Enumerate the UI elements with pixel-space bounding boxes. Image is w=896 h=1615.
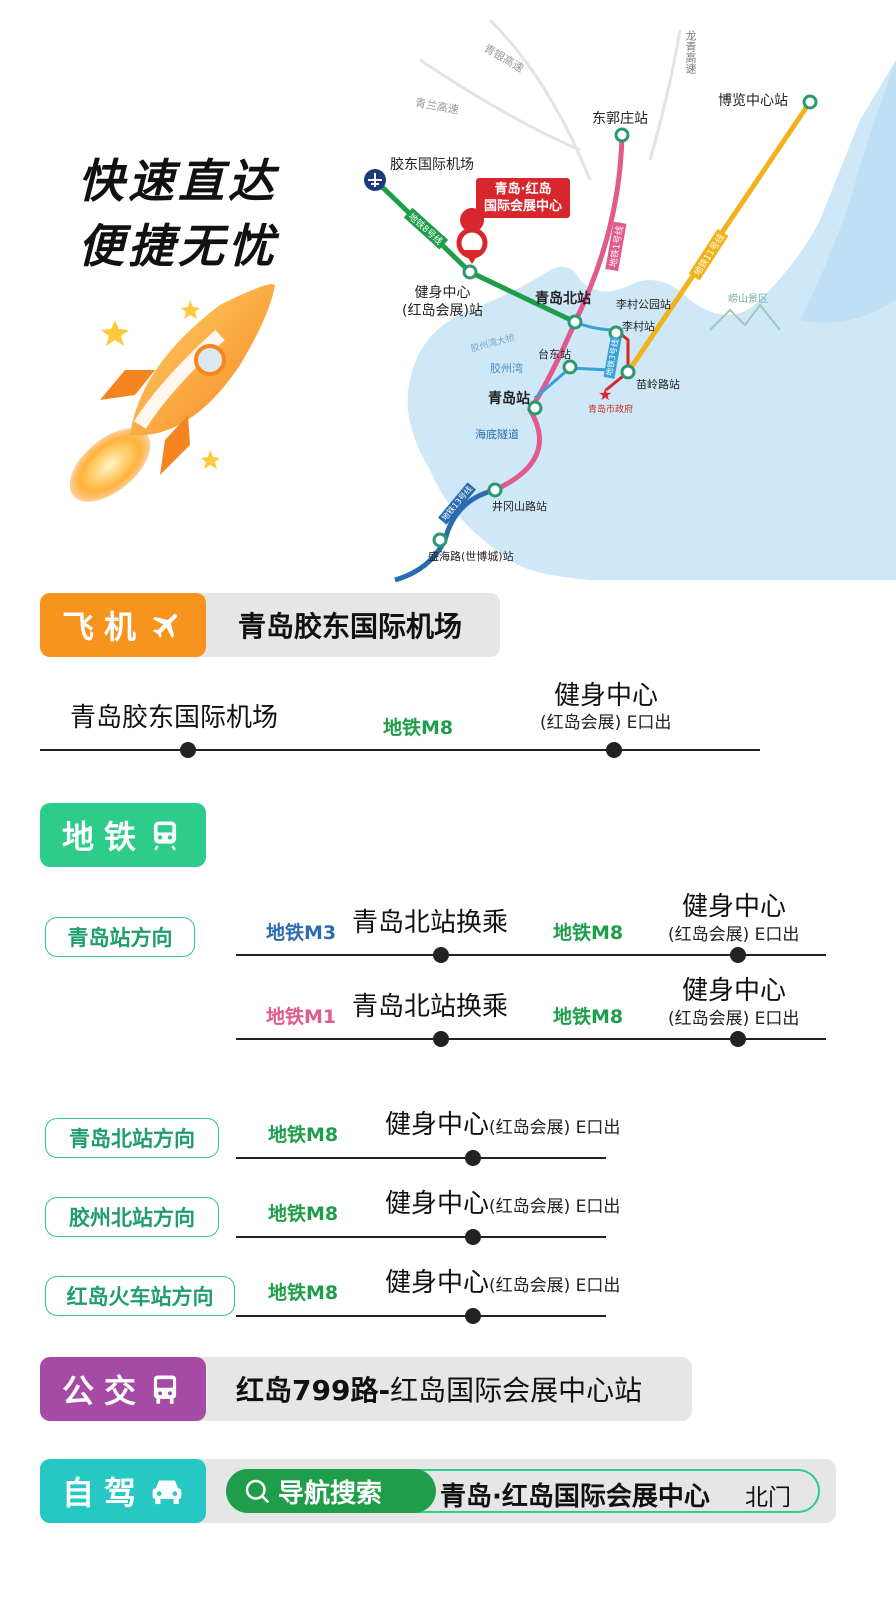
map-station-shenghai: 盛海路(世博城)站 xyxy=(428,550,514,563)
map-road-label: 龙青高速 xyxy=(684,30,697,74)
plane-stop-origin xyxy=(180,742,196,758)
bus-route-number: 红岛799路- xyxy=(236,1374,391,1407)
north-route-line xyxy=(236,1157,606,1159)
plane-stop-dest xyxy=(606,742,622,758)
route1-line-b: 地铁M8 xyxy=(553,922,624,944)
direction-qingdao-station: 青岛站方向 xyxy=(45,917,195,957)
direction-qingdao-north: 青岛北站方向 xyxy=(45,1118,219,1158)
map-station-expo: 博览中心站 xyxy=(718,93,788,109)
train-icon xyxy=(150,819,180,851)
slogan-line2: 便捷无忧 xyxy=(78,219,278,273)
map-laoshan-label: 崂山景区 xyxy=(728,294,768,305)
route1-line xyxy=(236,954,826,956)
plane-destination-bar: 青岛胶东国际机场 xyxy=(180,593,500,657)
metro-tag: 地铁 xyxy=(40,803,206,867)
map-station-qingdao: 青岛站 xyxy=(488,391,530,407)
north-line-label: 地铁M8 xyxy=(268,1124,339,1146)
bus-route-stop: 红岛国际会展中心站 xyxy=(390,1374,643,1407)
jiaozhou-line-label: 地铁M8 xyxy=(268,1203,339,1225)
bus-route-bar: 红岛799路-红岛国际会展中心站 xyxy=(180,1357,692,1421)
metro-tag-label: 地铁 xyxy=(62,818,147,856)
plane-destination: 青岛胶东国际机场 xyxy=(238,610,463,643)
route2-stop-transfer xyxy=(433,1031,449,1047)
map-station-dongguozhuang: 东郭庄站 xyxy=(592,111,648,127)
plane-tag: 飞机 xyxy=(40,593,206,657)
map-station-fitness: 健身中心(红岛会展)站 xyxy=(402,285,483,319)
airplane-icon xyxy=(150,608,184,642)
map-station-licun: 李村站 xyxy=(622,320,655,333)
map-station-miaoling: 苗岭路站 xyxy=(636,378,680,391)
plane-route-line xyxy=(40,749,760,751)
plane-dest-exit: (红岛会展) E口出 xyxy=(540,713,672,733)
map-tunnel-label: 海底隧道 xyxy=(475,428,519,441)
route1-line-a: 地铁M3 xyxy=(266,922,337,944)
route1-dest-title: 健身中心 xyxy=(682,892,787,922)
drive-destination: 青岛·红岛国际会展中心 xyxy=(440,1482,710,1512)
slogan-line1: 快速直达 xyxy=(78,154,278,208)
route2-line-b: 地铁M8 xyxy=(553,1006,624,1028)
map-bay-label: 胶州湾 xyxy=(490,362,523,375)
bus-tag-label: 公交 xyxy=(62,1372,147,1410)
map-station-airport: 胶东国际机场 xyxy=(390,157,474,173)
bus-tag: 公交 xyxy=(40,1357,206,1421)
hongdao-stop-dest xyxy=(465,1308,481,1324)
bus-icon xyxy=(150,1373,180,1405)
drive-search-button[interactable]: 导航搜索 xyxy=(226,1469,436,1513)
map-station-jinggangshan: 井冈山路站 xyxy=(492,500,547,513)
route2-dest-exit: (红岛会展) E口出 xyxy=(668,1009,800,1029)
route2-stop-dest xyxy=(730,1031,746,1047)
jiaozhou-dest: 健身中心(红岛会展) E口出 xyxy=(385,1189,621,1219)
map-station-taidong: 台东站 xyxy=(538,348,571,361)
drive-tag-label: 自驾 xyxy=(62,1474,147,1512)
svg-text:★: ★ xyxy=(598,385,612,404)
route2-line xyxy=(236,1038,826,1040)
drive-gate: 北门 xyxy=(745,1485,791,1511)
drive-tag: 自驾 xyxy=(40,1459,206,1523)
plane-line-label: 地铁M8 xyxy=(383,717,454,739)
map-station-licun-park: 李村公园站 xyxy=(616,298,671,311)
north-dest: 健身中心(红岛会展) E口出 xyxy=(385,1110,621,1140)
route1-stop-dest xyxy=(730,947,746,963)
map-venue-label: 青岛·红岛国际会展中心 xyxy=(476,178,571,218)
route1-transfer: 青岛北站换乘 xyxy=(352,908,509,938)
route2-line-a: 地铁M1 xyxy=(266,1006,337,1028)
hongdao-route-line xyxy=(236,1315,606,1317)
rocket-icon xyxy=(70,284,275,502)
plane-dest-title: 健身中心 xyxy=(554,681,659,711)
map-station-qingdao-north: 青岛北站 xyxy=(535,291,591,307)
search-label: 导航搜索 xyxy=(278,1478,383,1509)
jiaozhou-route-line xyxy=(236,1236,606,1238)
route2-dest-title: 健身中心 xyxy=(682,976,787,1006)
search-icon xyxy=(242,1476,272,1506)
route1-dest-exit: (红岛会展) E口出 xyxy=(668,925,800,945)
jiaozhou-stop-dest xyxy=(465,1229,481,1245)
plane-tag-label: 飞机 xyxy=(62,608,147,646)
direction-hongdao-railway: 红岛火车站方向 xyxy=(45,1276,235,1316)
north-stop-dest xyxy=(465,1150,481,1166)
hongdao-dest: 健身中心(红岛会展) E口出 xyxy=(385,1268,621,1298)
route1-stop-transfer xyxy=(433,947,449,963)
car-icon xyxy=(150,1476,184,1506)
direction-jiaozhou-north: 胶州北站方向 xyxy=(45,1197,219,1237)
map-city-gov: 青岛市政府 xyxy=(588,405,634,415)
hongdao-line-label: 地铁M8 xyxy=(268,1282,339,1304)
route2-transfer: 青岛北站换乘 xyxy=(352,992,509,1022)
transit-map: ★ 青岛·红岛国际会展中心 龙青高速 青银高速 青兰高速 胶东国际机场 东郭庄站… xyxy=(330,0,896,585)
plane-origin: 青岛胶东国际机场 xyxy=(70,703,279,733)
